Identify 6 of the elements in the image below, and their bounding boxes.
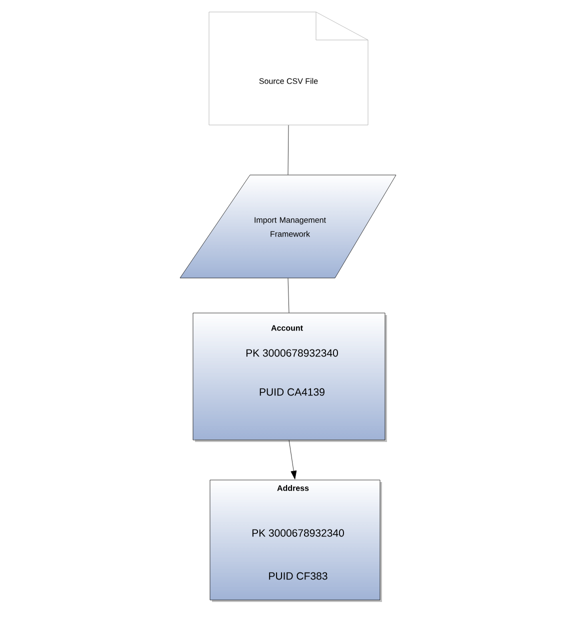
arrow: [288, 440, 297, 480]
connector-line: [288, 278, 290, 313]
data-parallelogram: Import Management Framework: [180, 174, 396, 278]
table-box: Address PK 3000678932340 PUID CF383: [210, 480, 382, 602]
table-box: Account PK 3000678932340 PUID CA4139: [192, 312, 387, 442]
connector-line: [288, 125, 289, 175]
